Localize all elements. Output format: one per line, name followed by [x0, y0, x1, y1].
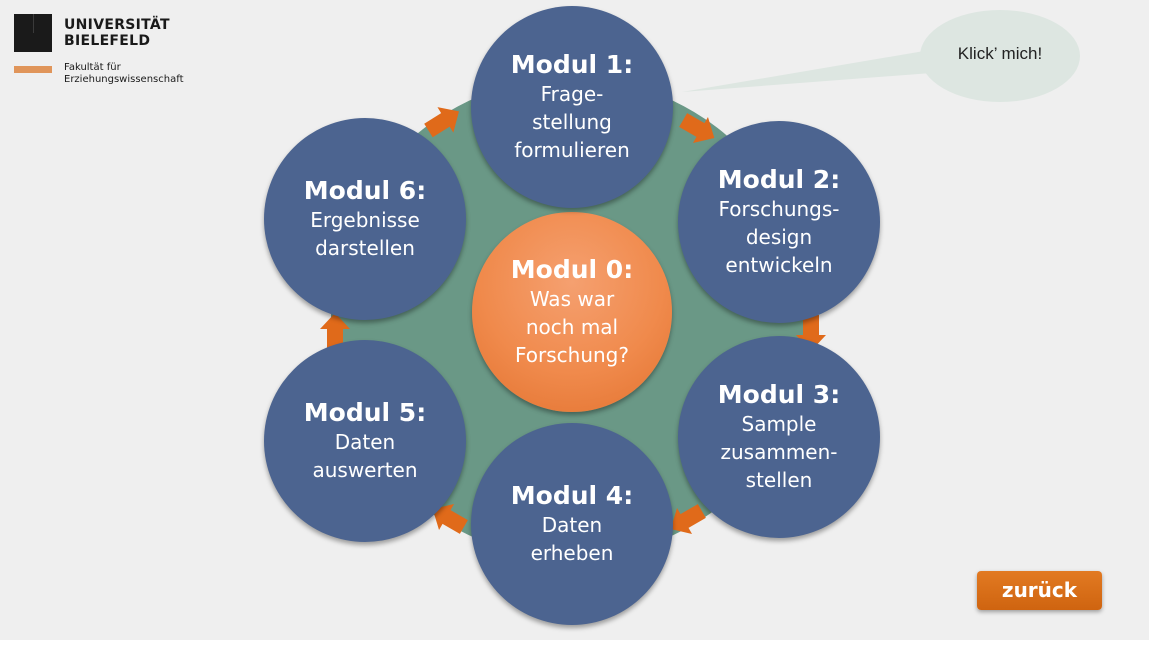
module-2-title: Modul 2:	[717, 165, 841, 194]
module-2-line-2: design	[745, 225, 813, 249]
module-4-content: Modul 4: Daten erheben	[471, 481, 673, 567]
module-0-content: Modul 0: Was war noch mal Forschung?	[472, 255, 672, 369]
module-5-title: Modul 5:	[303, 398, 427, 427]
module-5-button[interactable]: Modul 5: Daten auswerten	[264, 340, 466, 542]
module-6-button[interactable]: Modul 6: Ergebnisse darstellen	[264, 118, 466, 320]
module-1-content: Modul 1: Frage- stellung formulieren	[471, 50, 673, 164]
module-0-button[interactable]: Modul 0: Was war noch mal Forschung?	[472, 212, 672, 412]
module-2-content: Modul 2: Forschungs- design entwickeln	[678, 165, 880, 279]
speech-bubble: Klick’ mich!	[920, 10, 1080, 102]
module-2-line-1: Forschungs-	[718, 197, 840, 221]
bottom-strip	[0, 640, 1149, 645]
university-logo: UNIVERSITÄT BIELEFELD Fakultät für Erzie…	[14, 14, 214, 94]
module-5-content: Modul 5: Daten auswerten	[264, 398, 466, 484]
module-1-title: Modul 1:	[510, 50, 634, 79]
module-6-line-2: darstellen	[315, 236, 415, 260]
logo-faculty: Fakultät für Erziehungswissenschaft	[64, 62, 184, 86]
logo-faculty-line-1: Fakultät für	[64, 62, 121, 73]
module-2-line-3: entwickeln	[725, 253, 833, 277]
speech-bubble-tail	[682, 50, 945, 92]
module-6-line-1: Ergebnisse	[310, 208, 420, 232]
module-6-content: Modul 6: Ergebnisse darstellen	[264, 176, 466, 262]
module-6-title: Modul 6:	[303, 176, 427, 205]
arrow-1-to-2-icon	[679, 113, 715, 143]
module-3-line-1: Sample	[741, 412, 817, 436]
module-4-title: Modul 4:	[510, 481, 634, 510]
module-5-line-2: auswerten	[312, 458, 418, 482]
module-5-line-1: Daten	[334, 430, 396, 454]
back-button[interactable]: zurück	[977, 571, 1102, 610]
module-3-line-3: stellen	[745, 468, 813, 492]
module-1-button[interactable]: Modul 1: Frage- stellung formulieren	[471, 6, 673, 208]
module-0-line-1: Was war	[529, 287, 615, 311]
module-0-line-2: noch mal	[525, 315, 619, 339]
logo-accent-bar	[14, 66, 52, 73]
module-0-line-3: Forschung?	[514, 343, 629, 367]
module-3-button[interactable]: Modul 3: Sample zusammen- stellen	[678, 336, 880, 538]
arrow-5-to-6-icon	[320, 313, 350, 349]
module-3-line-2: zusammen-	[720, 440, 838, 464]
logo-university-name: UNIVERSITÄT BIELEFELD	[64, 17, 170, 49]
module-4-button[interactable]: Modul 4: Daten erheben	[471, 423, 673, 625]
arrow-4-to-5-icon	[432, 504, 468, 534]
module-2-button[interactable]: Modul 2: Forschungs- design entwickeln	[678, 121, 880, 323]
module-1-line-2: stellung	[532, 110, 612, 134]
module-3-content: Modul 3: Sample zusammen- stellen	[678, 380, 880, 494]
arrow-6-to-1-icon	[424, 107, 459, 138]
module-3-title: Modul 3:	[717, 380, 841, 409]
speech-bubble-text: Klick’ mich!	[957, 44, 1043, 63]
logo-university-text: UNIVERSITÄT	[64, 17, 170, 33]
logo-faculty-line-2: Erziehungswissenschaft	[64, 74, 184, 85]
arrow-3-to-4-icon	[670, 504, 706, 534]
logo-mark-icon	[14, 14, 52, 52]
module-4-line-2: erheben	[530, 541, 614, 565]
logo-city-text: BIELEFELD	[64, 33, 151, 49]
module-0-title: Modul 0:	[510, 255, 634, 284]
module-4-line-1: Daten	[541, 513, 603, 537]
module-1-line-1: Frage-	[540, 82, 604, 106]
module-1-line-3: formulieren	[514, 138, 630, 162]
